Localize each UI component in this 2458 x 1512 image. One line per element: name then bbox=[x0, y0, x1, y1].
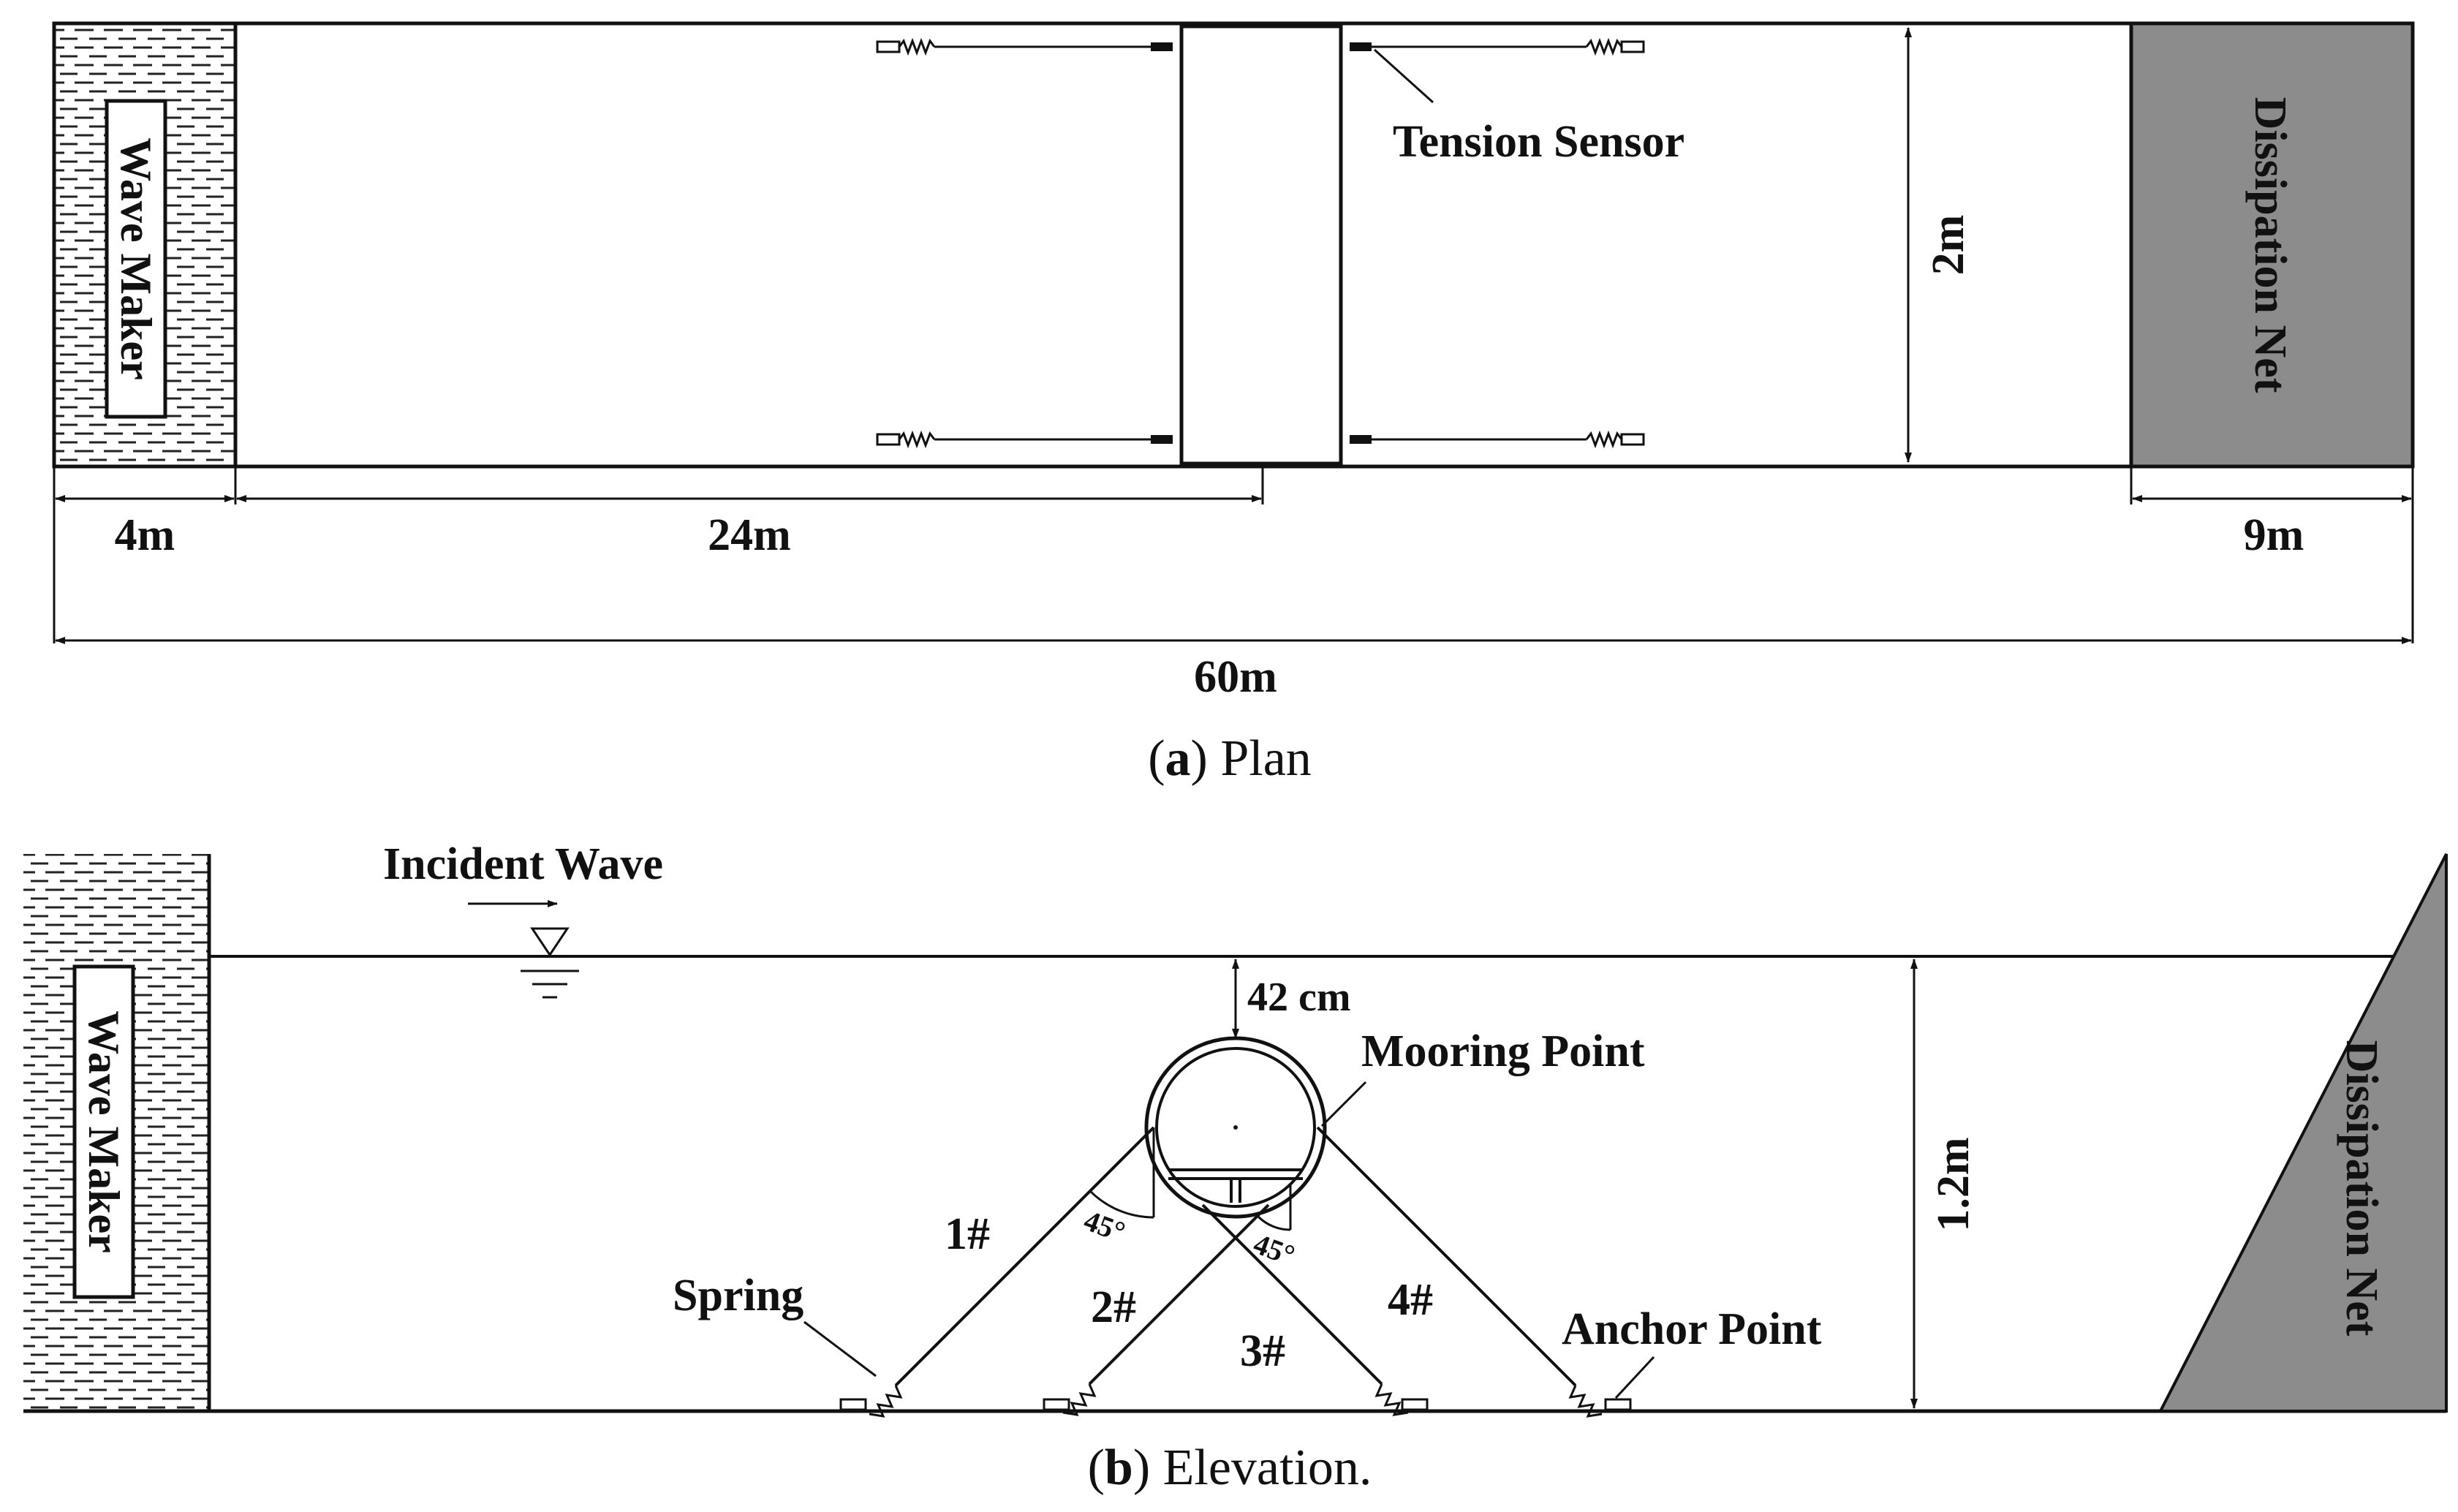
elev-mooring-line-3 bbox=[1201, 1203, 1429, 1416]
plan-view: Wave Maker Dissipation Net bbox=[52, 21, 2415, 787]
elev-cylinder-model bbox=[1144, 1036, 1327, 1219]
plan-mooring-line-3 bbox=[1350, 37, 1645, 56]
elev-anchor-point-label: Anchor Point bbox=[1562, 1304, 1822, 1354]
plan-width-dim-label: 2m bbox=[1924, 215, 1973, 276]
elev-mooring-line-1 bbox=[839, 1126, 1155, 1418]
elev-dissipation-net-label: Dissipation Net bbox=[2337, 1040, 2386, 1337]
elev-mooring-point-label: Mooring Point bbox=[1361, 1027, 1645, 1076]
plan-caption: (a) Plan bbox=[1148, 730, 1312, 787]
plan-caption-letter: a bbox=[1165, 730, 1191, 787]
plan-total-dim-label: 60m bbox=[1194, 652, 1277, 702]
plan-model-dim-label: 24m bbox=[708, 510, 791, 560]
elev-mooring-point-leader bbox=[1320, 1081, 1367, 1127]
plan-tension-sensor-label: Tension Sensor bbox=[1393, 117, 1684, 167]
elev-line4-label: 4# bbox=[1388, 1275, 1433, 1325]
plan-dissipation-net-label: Dissipation Net bbox=[2245, 97, 2295, 393]
plan-mooring-line-1 bbox=[876, 37, 1173, 56]
plan-wavemaker-dim-label: 4m bbox=[115, 510, 175, 560]
elev-submergence-label: 42 cm bbox=[1247, 975, 1351, 1020]
elev-angle-left-label: 45° bbox=[1080, 1203, 1130, 1248]
elevation-caption: (b) Elevation. bbox=[1088, 1440, 1372, 1496]
plan-caption-text: Plan bbox=[1208, 730, 1312, 787]
elevation-view: Wave Maker Dissipation Net Incident Wave… bbox=[23, 839, 2448, 1496]
plan-floating-model bbox=[1179, 24, 1343, 466]
elev-incident-wave-label: Incident Wave bbox=[383, 839, 663, 889]
elev-anchor-point-leader bbox=[1614, 1356, 1655, 1399]
plan-tension-sensor-leader bbox=[1373, 48, 1434, 104]
elev-wave-maker-label-box bbox=[72, 964, 135, 1299]
elev-wave-maker-label: Wave Maker bbox=[80, 1010, 128, 1253]
elev-line1-label: 1# bbox=[945, 1209, 990, 1259]
elev-spring-label: Spring bbox=[673, 1271, 803, 1320]
elev-spring-leader bbox=[803, 1320, 877, 1377]
elevation-caption-text: Elevation. bbox=[1150, 1440, 1372, 1496]
plan-mooring-line-2 bbox=[876, 430, 1173, 449]
plan-wave-maker-label: Wave Maker bbox=[112, 137, 160, 380]
plan-dissipation-net bbox=[2129, 21, 2415, 469]
elev-angle-arc-right bbox=[1257, 1215, 1291, 1231]
elev-line3-label: 3# bbox=[1240, 1326, 1285, 1376]
plan-net-dim-label: 9m bbox=[2244, 510, 2304, 560]
elev-angle-right-label: 45° bbox=[1249, 1227, 1299, 1271]
elev-line2-label: 2# bbox=[1091, 1282, 1136, 1332]
elev-dissipation-net bbox=[2158, 853, 2448, 1413]
elev-angle-arc-left bbox=[1089, 1190, 1154, 1219]
water-level-symbol bbox=[521, 927, 579, 999]
elevation-caption-letter: b bbox=[1105, 1440, 1133, 1496]
elev-depth-dim-label: 1.2m bbox=[1929, 1137, 1978, 1231]
elev-mooring-line-2 bbox=[1043, 1203, 1270, 1416]
plan-wave-maker-label-box bbox=[105, 99, 167, 419]
elev-mooring-line-4 bbox=[1316, 1126, 1632, 1418]
plan-mooring-line-4 bbox=[1350, 430, 1645, 449]
